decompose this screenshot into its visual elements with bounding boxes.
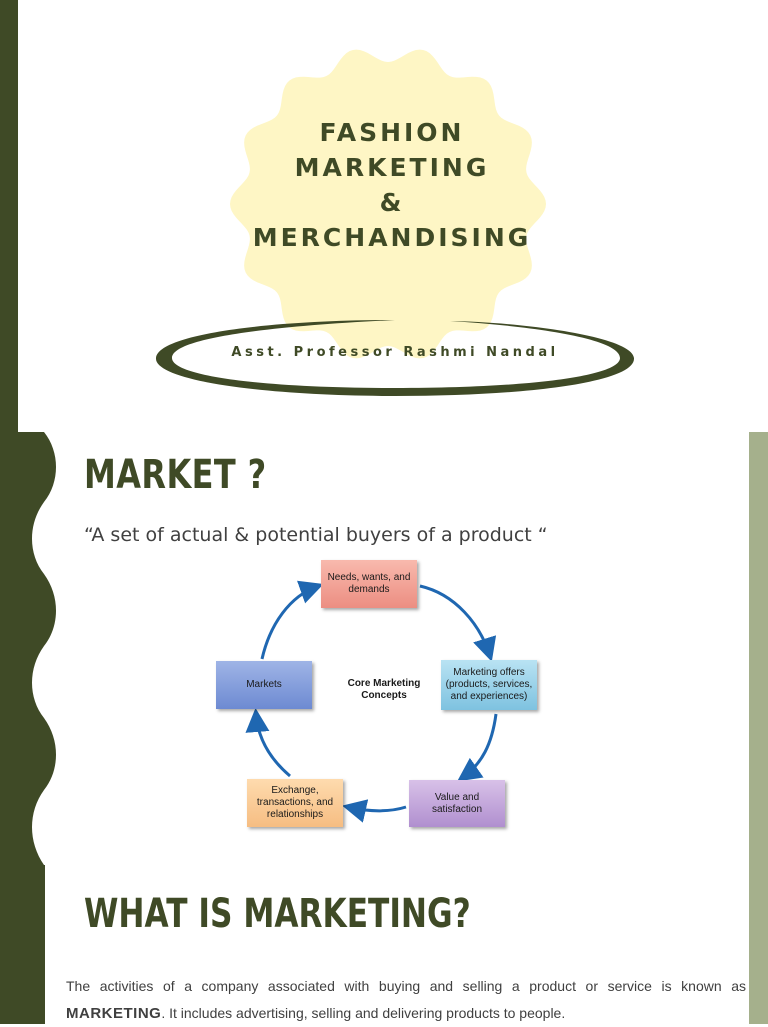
diagram-center-label: Core Marketing Concepts [347, 678, 421, 701]
value-satisfaction-node: Value and satisfaction [409, 780, 505, 827]
body-lead-text: The activities of a company associated w… [66, 978, 746, 994]
marketing-definition-slide: WHAT IS MARKETING? The activities of a c… [0, 865, 768, 1024]
left-accent-bar [0, 0, 18, 432]
title-line: & [379, 188, 405, 217]
presentation-title: FASHION MARKETING & MERCHANDISING [222, 115, 562, 255]
title-line: MARKETING [294, 153, 490, 182]
exchange-transactions-node: Exchange, transactions, and relationship… [247, 779, 343, 827]
slide-heading: WHAT IS MARKETING? [84, 891, 471, 937]
market-slide: MARKET ? “A set of actual & potential bu… [0, 432, 768, 865]
left-accent-bar [0, 865, 45, 1024]
wavy-left-border [0, 432, 56, 865]
right-accent-bar [749, 432, 768, 865]
title-line: FASHION [319, 118, 465, 147]
right-accent-bar [749, 0, 768, 432]
scalloped-badge-shape [230, 49, 546, 359]
right-accent-bar [749, 865, 768, 1024]
title-line: MERCHANDISING [252, 223, 532, 252]
cycle-arrows [245, 580, 498, 823]
body-tail-text: . It includes advertising, selling and d… [161, 1005, 566, 1021]
marketing-offers-node: Marketing offers (products, services, an… [441, 660, 537, 710]
title-slide: FASHION MARKETING & MERCHANDISING Asst. … [0, 0, 768, 432]
author-name: Asst. Professor Rashmi Nandal [231, 345, 559, 360]
body-bold-term: MARKETING [66, 1005, 162, 1022]
markets-node: Markets [216, 661, 312, 709]
slide-heading: MARKET ? [84, 452, 267, 498]
marketing-definition-text: The activities of a company associated w… [66, 973, 746, 1027]
needs-wants-demands-node: Needs, wants, and demands [321, 560, 417, 608]
market-definition-quote: “A set of actual & potential buyers of a… [84, 524, 548, 546]
core-marketing-concepts-diagram: Needs, wants, and demands Marketing offe… [200, 554, 560, 844]
scalloped-badge-fill [230, 49, 546, 359]
